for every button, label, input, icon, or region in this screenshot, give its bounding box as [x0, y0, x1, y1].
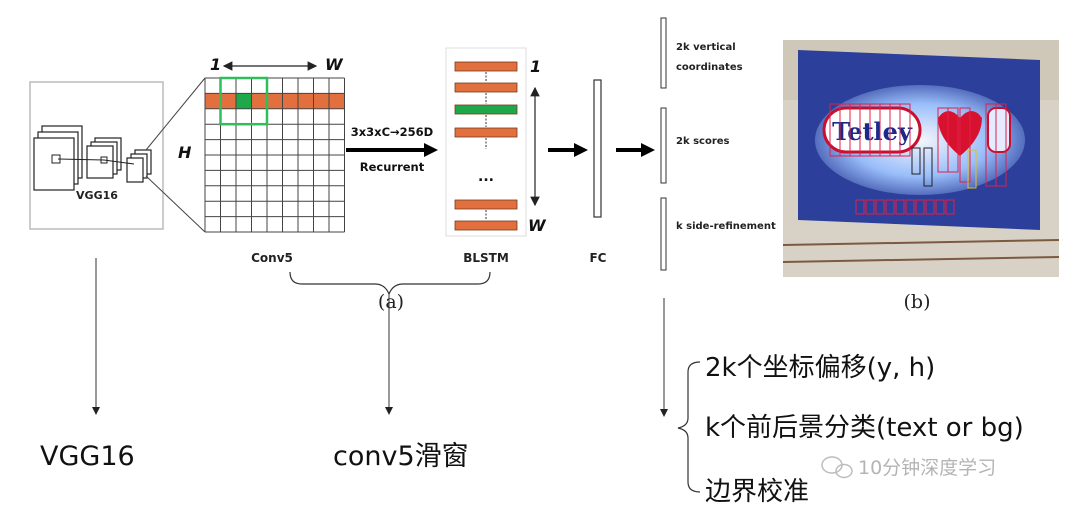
vgg16-link-2 [103, 159, 135, 165]
blstm-bars [454, 61, 518, 231]
conv5-label: Conv5 [251, 251, 293, 265]
output-3-label: k side-refinement [676, 221, 776, 232]
fc-layer [593, 79, 602, 218]
blstm-label: BLSTM [463, 251, 509, 265]
projection-line-bottom [145, 175, 206, 233]
to-outputs-arrow-head [641, 143, 655, 157]
annotation-item-1: 2k个坐标偏移(y, h) [705, 353, 935, 383]
annotation-conv5-window: conv5滑窗 [333, 441, 469, 472]
annotation-vgg16: VGG16 [40, 441, 135, 472]
annotation-item-3: 边界校准 [705, 477, 809, 507]
output-layer-side [660, 197, 667, 271]
conv5-sliding-window [219, 76, 269, 126]
caption-b: (b) [904, 291, 931, 313]
blstm-unit [454, 61, 518, 72]
billboard-text: Tetley [832, 117, 913, 146]
to-fc-arrow-head [574, 143, 588, 157]
items-bracket [677, 361, 701, 493]
watermark-text: 10分钟深度学习 [858, 457, 996, 479]
blstm-one-label: 1 [530, 57, 541, 76]
op-arrow-head [424, 143, 438, 157]
vgg16-block: VGG16 [29, 81, 164, 230]
blstm-ellipsis: ... [478, 169, 494, 185]
blstm-w-label: W [528, 216, 547, 235]
op-line-2: Recurrent [360, 160, 425, 174]
blstm-unit [454, 82, 518, 93]
op-line-1: 3x3xC→256D [351, 125, 433, 139]
text-proposal-boxes [829, 103, 1007, 215]
vgg16-stack-2 [86, 137, 122, 179]
watermark: 10分钟深度学习 [821, 456, 996, 479]
caption-a: (a) [378, 291, 404, 313]
vgg16-stack-1 [33, 125, 83, 191]
blstm-unit [454, 220, 518, 231]
photo-railing [782, 239, 1060, 263]
blstm-unit [454, 104, 518, 115]
output-layer-scores [660, 107, 667, 184]
wechat-icon [821, 456, 853, 479]
output-layer-vertical [660, 17, 667, 89]
vgg16-link-1 [57, 158, 105, 161]
output-2-label: 2k scores [676, 136, 730, 147]
fc-label: FC [589, 251, 606, 265]
conv5-grid [204, 76, 345, 233]
projection-line-top [145, 77, 206, 151]
brace-a [289, 271, 491, 296]
conv5-center-cell [236, 93, 252, 109]
vgg16-label: VGG16 [76, 189, 118, 202]
conv5-h-label: H [178, 143, 192, 162]
conv5-one-label: 1 [210, 55, 221, 74]
annotation-item-2: k个前后景分类(text or bg) [705, 413, 1024, 443]
conv5-w-label: W [325, 55, 344, 74]
output-1-line-1: 2k vertical [676, 42, 736, 53]
output-1-line-2: coordinates [676, 62, 743, 73]
conv5-active-row [205, 93, 345, 109]
billboard-photo: Tetley [782, 40, 1060, 277]
vgg16-stack-3 [126, 149, 152, 183]
blstm-unit [454, 199, 518, 210]
blstm-unit [454, 127, 518, 138]
